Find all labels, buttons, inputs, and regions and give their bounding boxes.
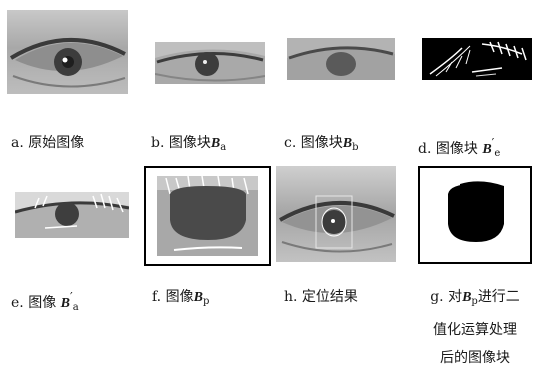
- panel-b-block-ba: [155, 42, 265, 84]
- caption-g-line-1: g. 对Bp进行二: [430, 289, 520, 307]
- panel-g-binarized-block: [418, 166, 532, 264]
- caption-g-line-3: 后的图像块: [440, 350, 510, 366]
- panel-a-original-image: [7, 10, 128, 94]
- panel-f-image-bp: [144, 166, 271, 266]
- caption-h: h. 定位结果: [284, 289, 358, 305]
- caption-d: d. 图像块 B′e: [418, 136, 501, 159]
- caption-c: c. 图像块Bb: [284, 135, 359, 153]
- caption-e: e. 图像 B′a: [11, 290, 79, 313]
- caption-g: g. 对Bp进行二 值化运算处理 后的图像块: [410, 283, 540, 372]
- panel-e-image-ba-prime: [15, 192, 129, 238]
- panel-d-block-be: [422, 38, 532, 80]
- caption-b: b. 图像块Ba: [151, 135, 227, 153]
- panel-c-block-bb: [287, 38, 395, 80]
- caption-a: a. 原始图像: [11, 135, 85, 151]
- caption-f: f. 图像Bp: [152, 289, 210, 307]
- panel-h-localization-result: [276, 166, 396, 262]
- caption-g-line-2: 值化运算处理: [433, 322, 517, 338]
